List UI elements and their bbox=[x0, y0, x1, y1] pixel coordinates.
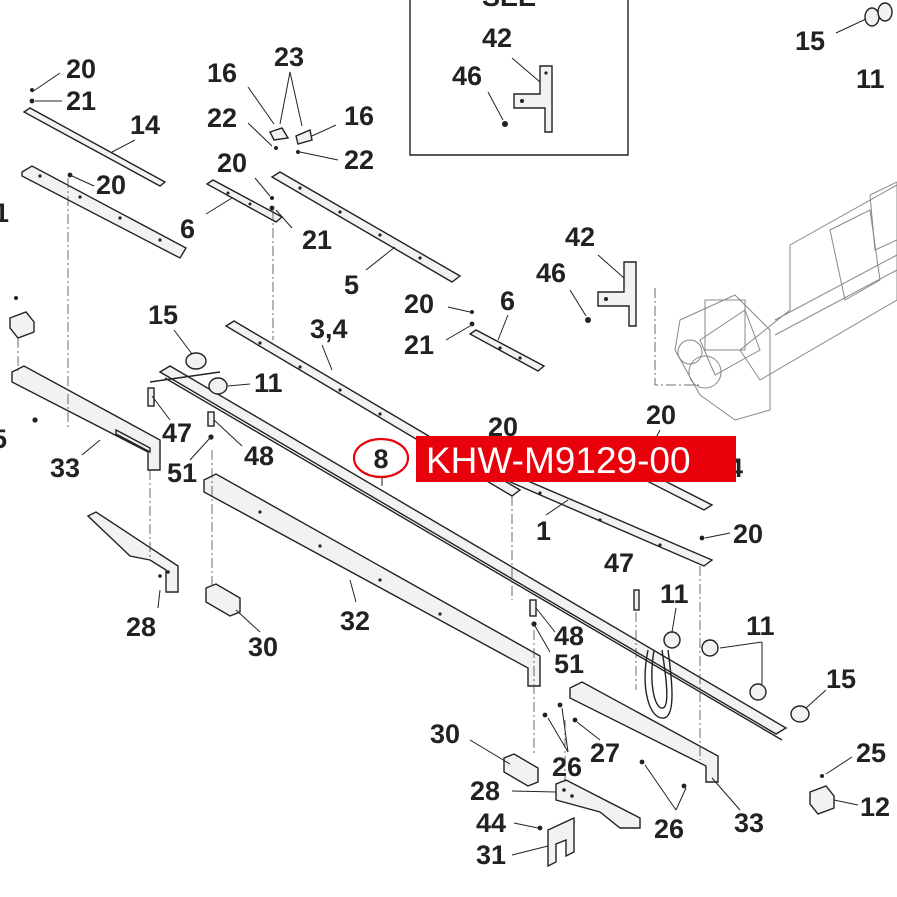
badge-part-number: KHW-M9129-00 bbox=[426, 440, 691, 481]
block-30-right bbox=[469, 739, 539, 787]
label-28: 28 bbox=[470, 776, 500, 806]
roller-15-top bbox=[835, 2, 893, 34]
label-27: 27 bbox=[590, 738, 620, 768]
label-51: 51 bbox=[554, 649, 584, 679]
label-30: 30 bbox=[430, 719, 460, 749]
label-20: 20 bbox=[66, 54, 96, 84]
label-edge-1: 1 bbox=[0, 198, 9, 228]
badge-background bbox=[416, 436, 736, 482]
bracket-28-left bbox=[86, 511, 179, 609]
label-48: 48 bbox=[554, 621, 584, 651]
label-5: 5 bbox=[344, 270, 359, 300]
bracket-42-inset bbox=[513, 65, 553, 133]
screw-46-inset bbox=[502, 121, 508, 127]
label-16: 16 bbox=[344, 101, 374, 131]
roller-11-right-b bbox=[701, 639, 767, 701]
label-6: 6 bbox=[180, 214, 195, 244]
label-32: 32 bbox=[340, 606, 370, 636]
brackets-16-22 bbox=[247, 71, 339, 161]
label-11: 11 bbox=[254, 368, 283, 398]
label-47: 47 bbox=[604, 548, 634, 578]
label-15: 15 bbox=[826, 664, 856, 694]
label-11: 11 bbox=[660, 579, 689, 609]
highlight-callout-8: 8 bbox=[352, 437, 410, 486]
label-21: 21 bbox=[66, 86, 96, 116]
label-20: 20 bbox=[217, 148, 247, 178]
roller-15-right bbox=[790, 689, 827, 723]
rail-5 bbox=[270, 171, 462, 283]
label-42: 42 bbox=[565, 222, 595, 252]
label-21: 21 bbox=[404, 330, 434, 360]
label-3-4: 3,4 bbox=[310, 314, 348, 344]
assembly-axes bbox=[17, 178, 701, 782]
bar-left bbox=[21, 165, 187, 259]
label-1: 1 bbox=[536, 516, 551, 546]
highlight-circle bbox=[352, 437, 410, 479]
label-14: 14 bbox=[130, 110, 160, 140]
bracket-28-right bbox=[511, 779, 641, 829]
label-22: 22 bbox=[207, 103, 237, 133]
label-12: 12 bbox=[860, 792, 890, 822]
label-6: 6 bbox=[500, 286, 515, 316]
block-12-right bbox=[809, 756, 859, 815]
belt-8 bbox=[149, 365, 788, 741]
label-30: 30 bbox=[248, 632, 278, 662]
label-20: 20 bbox=[733, 519, 763, 549]
label-51: 51 bbox=[167, 458, 197, 488]
screws-26-27 bbox=[542, 702, 687, 811]
screws-47-48-51-right bbox=[529, 589, 640, 653]
bracket-42 bbox=[569, 254, 637, 327]
label-15: 15 bbox=[795, 26, 825, 56]
label-28: 28 bbox=[126, 612, 156, 642]
frame-33-left bbox=[11, 365, 161, 471]
label-33: 33 bbox=[50, 453, 80, 483]
plate-14 bbox=[22, 107, 167, 187]
label-11: 11 bbox=[856, 64, 885, 94]
label-16: 16 bbox=[207, 58, 237, 88]
label-26: 26 bbox=[552, 752, 582, 782]
plate-31 bbox=[511, 816, 575, 868]
label-22: 22 bbox=[344, 145, 374, 175]
roller-15-left bbox=[173, 329, 207, 370]
label-15: 15 bbox=[148, 300, 178, 330]
label-edge-5: 5 bbox=[0, 424, 7, 454]
machine-assembly-ghost bbox=[654, 181, 897, 421]
label-26: 26 bbox=[654, 814, 684, 844]
part-number-badge: KHW-M9129-00 bbox=[416, 436, 736, 482]
frame-33-right bbox=[569, 681, 741, 811]
label-21: 21 bbox=[302, 225, 332, 255]
label-31: 31 bbox=[476, 840, 506, 870]
label-42: 42 bbox=[482, 23, 512, 53]
screws-47-48-51-left bbox=[147, 387, 243, 461]
inset-partial-label: SEE bbox=[482, 0, 536, 12]
label-33: 33 bbox=[734, 808, 764, 838]
label-46: 46 bbox=[452, 61, 482, 91]
roller-11-right-a bbox=[663, 607, 681, 649]
plate-6-upper bbox=[205, 179, 284, 223]
block-30-left bbox=[205, 583, 261, 633]
label-23: 23 bbox=[274, 42, 304, 72]
label-8: 8 bbox=[373, 444, 388, 474]
label-48: 48 bbox=[244, 441, 274, 471]
label-47: 47 bbox=[162, 418, 192, 448]
label-46: 46 bbox=[536, 258, 566, 288]
inset-box: SEE bbox=[409, 0, 629, 156]
label-20: 20 bbox=[96, 170, 126, 200]
screws-20-21-mid bbox=[254, 177, 293, 229]
label-11: 11 bbox=[746, 611, 775, 641]
roller-11-left bbox=[208, 377, 251, 395]
screws-20-21-left bbox=[29, 72, 95, 187]
block-12-left bbox=[9, 296, 35, 339]
plate-6-lower bbox=[445, 306, 546, 372]
label-20: 20 bbox=[646, 400, 676, 430]
belt-loop bbox=[644, 649, 673, 719]
label-25: 25 bbox=[856, 738, 886, 768]
label-20: 20 bbox=[404, 289, 434, 319]
label-44: 44 bbox=[476, 808, 506, 838]
